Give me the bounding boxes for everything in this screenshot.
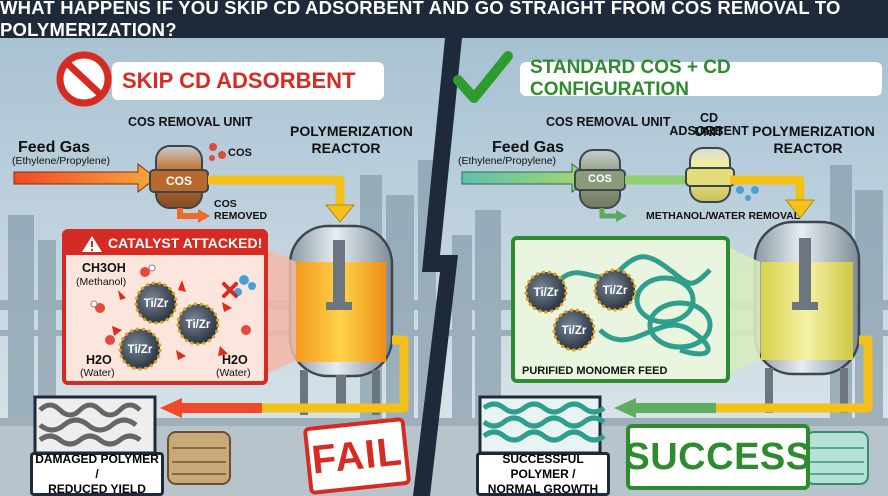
left-reactor-label-2: REACTOR	[311, 140, 381, 156]
cd-removal-label: METHANOL/WATER REMOVAL	[646, 210, 801, 222]
x-mark-icon	[222, 282, 238, 298]
right-pipe-to-reactor	[730, 175, 805, 205]
right-banner-text: STANDARD COS + CD CONFIGURATION	[530, 57, 731, 100]
catalyst-label-l2: Ti/Zr	[186, 319, 211, 331]
cd-adsorbent-vessel	[685, 147, 735, 203]
left-cos-out-label: COS	[228, 147, 252, 159]
left-reactor-label-1: POLYMERIZATION	[290, 123, 413, 139]
right-feed-gas-label: Feed Gas	[492, 139, 565, 156]
fail-stamp: FAIL	[302, 416, 412, 496]
checkmark-icon	[453, 51, 513, 103]
right-catalyst-particles	[524, 268, 637, 352]
left-banner: SKIP CD ADSORBENT	[112, 62, 384, 100]
fail-text: FAIL	[309, 428, 405, 483]
left-alert-title: CATALYST ATTACKED!	[108, 235, 263, 251]
page-title: WHAT HAPPENS IF YOU SKIP CD ADSORBENT AN…	[0, 0, 841, 40]
left-reactor	[288, 224, 394, 415]
water-name-left: (Water)	[80, 367, 115, 379]
left-result-label: DAMAGED POLYMER / REDUCED YIELD	[30, 452, 164, 496]
success-text: SUCCESS	[624, 435, 812, 478]
left-impact-sparks	[112, 280, 232, 360]
successful-polymer-image	[478, 395, 606, 455]
damaged-polymer-bale	[167, 431, 231, 485]
left-molecules	[90, 264, 256, 345]
right-cos-vessel	[574, 149, 626, 209]
left-result-line-2: REDUCED YIELD	[48, 481, 146, 496]
catalyst-label-l3: Ti/Zr	[128, 344, 153, 356]
right-cos-vessel-label: COS	[588, 173, 612, 185]
left-feed-arrow	[13, 162, 157, 194]
catalyst-label-l1: Ti/Zr	[144, 298, 169, 310]
water-formula-right: H2O	[222, 353, 248, 367]
methanol-name: (Methanol)	[76, 276, 127, 288]
warning-icon	[82, 236, 102, 252]
left-catalyst-particles	[118, 281, 220, 371]
left-cos-unit-label: COS REMOVAL UNIT	[128, 115, 253, 129]
left-cos-removed-arrow	[177, 208, 200, 219]
cd-unit-label-1: CD ADSORBENT	[669, 111, 749, 139]
purified-feed-label: PURIFIED MONOMER FEED	[522, 365, 668, 377]
right-feed-gas-sub: (Ethylene/Propylene)	[458, 155, 557, 167]
right-cos-unit-label: COS REMOVAL UNIT	[546, 115, 671, 129]
left-result-line-1: DAMAGED POLYMER /	[35, 451, 159, 481]
left-feed-gas-sub: (Ethylene/Propylene)	[12, 155, 111, 167]
left-result-arrow	[160, 398, 182, 418]
left-cos-vessel-label: COS	[166, 174, 193, 188]
left-pipe-to-reactor	[208, 175, 345, 210]
right-reactor	[753, 220, 861, 413]
right-banner: STANDARD COS + CD CONFIGURATION	[520, 57, 882, 100]
methanol-formula: CH3OH	[82, 261, 126, 275]
success-stamp: SUCCESS	[624, 424, 812, 490]
right-result-line-1: SUCCESSFUL POLYMER /	[502, 451, 584, 481]
left-return-pipe	[180, 335, 409, 413]
damaged-polymer-image	[33, 395, 157, 455]
catalyst-label-r1: Ti/Zr	[534, 287, 559, 299]
prohibited-icon	[56, 51, 112, 107]
left-feed-gas-label: Feed Gas	[18, 139, 91, 156]
right-result-label: SUCCESSFUL POLYMER / NORMAL GROWTH	[476, 452, 610, 496]
left-banner-text: SKIP CD ADSORBENT	[122, 68, 356, 93]
right-result-arrow	[614, 398, 636, 418]
right-reactor-label-1: POLYMERIZATION	[752, 123, 875, 139]
cd-unit-label-2: UNIT	[694, 125, 724, 139]
right-polymer-chains	[558, 254, 713, 357]
right-return-pipe	[640, 335, 873, 413]
catalyst-label-r2: Ti/Zr	[603, 285, 628, 297]
water-formula-left: H2O	[86, 353, 112, 367]
right-result-line-2: NORMAL GROWTH	[487, 481, 599, 496]
catalyst-label-r3: Ti/Zr	[562, 325, 587, 337]
left-cos-removed-label-1: COS	[214, 198, 237, 210]
water-name-right: (Water)	[216, 367, 251, 379]
panel-divider	[413, 38, 462, 496]
left-cos-removed-label-2: REMOVED	[214, 210, 268, 222]
left-cos-vessel	[149, 145, 209, 209]
right-reactor-label-2: REACTOR	[773, 140, 843, 156]
title-bar: WHAT HAPPENS IF YOU SKIP CD ADSORBENT AN…	[0, 0, 888, 40]
successful-polymer-bale	[805, 431, 869, 485]
